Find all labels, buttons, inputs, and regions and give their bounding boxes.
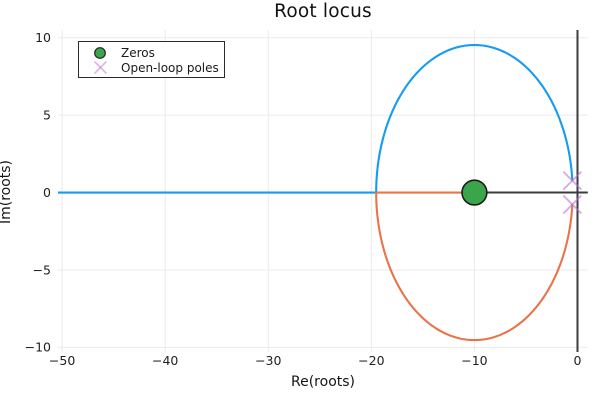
legend-item-poles: Open-loop poles <box>79 60 224 75</box>
y-tick-label: −10 <box>25 340 51 355</box>
branch-2-path <box>375 191 574 342</box>
y-tick-label: −5 <box>33 262 51 277</box>
y-axis-label: Im(roots) <box>0 159 14 225</box>
pole-marker-lower <box>562 194 582 215</box>
pole-marker-upper <box>562 170 582 191</box>
page-title: Root locus <box>274 1 372 22</box>
x-tick-label: 0 <box>574 353 582 368</box>
legend-label-zeros: Zeros <box>121 45 155 60</box>
x-tick-label: −10 <box>461 353 487 368</box>
x-tick-label: −50 <box>49 353 75 368</box>
x-axis-label: Re(roots) <box>291 374 355 390</box>
branch-1-path <box>58 43 574 194</box>
y-tick-label: 0 <box>43 185 51 200</box>
legend-item-zeros: Zeros <box>79 45 224 60</box>
pole-x-icon <box>79 60 121 75</box>
y-tick-label: 5 <box>43 107 51 122</box>
zero-circle-icon <box>79 46 121 60</box>
x-tick-label: −40 <box>152 353 178 368</box>
y-tick-label: 10 <box>35 30 51 45</box>
x-tick-label: −30 <box>255 353 281 368</box>
x-tick-label: −20 <box>358 353 384 368</box>
legend: Zeros Open-loop poles <box>78 41 225 78</box>
zero-marker <box>461 179 488 206</box>
legend-label-poles: Open-loop poles <box>121 60 219 75</box>
